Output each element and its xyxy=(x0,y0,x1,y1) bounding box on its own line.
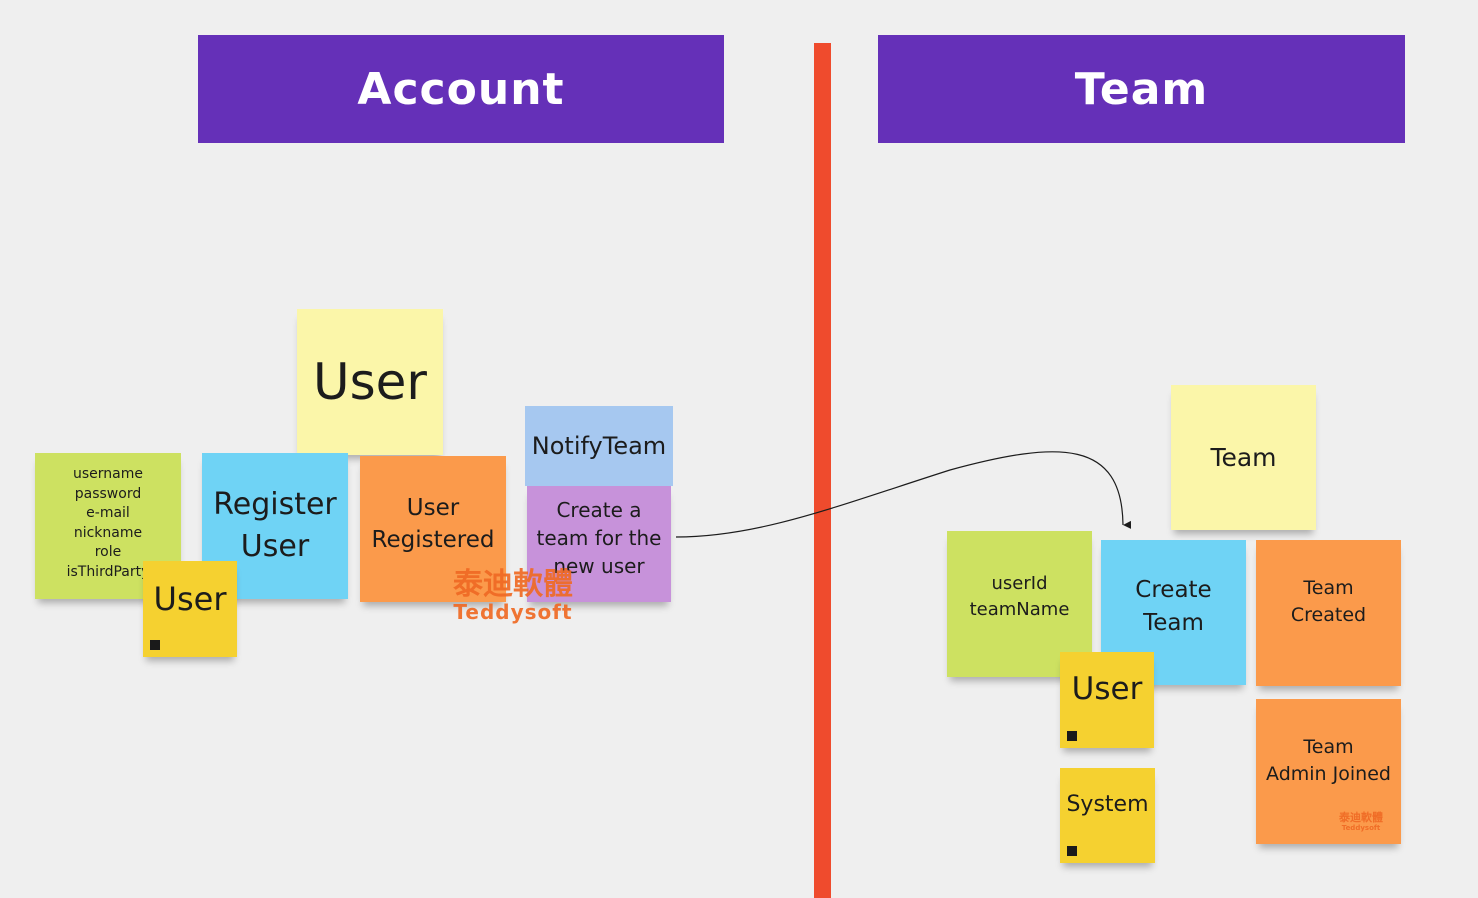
teddysoft-watermark-logo: 泰迪軟體 Teddysoft xyxy=(443,567,583,624)
team-created-event-note[interactable]: Team Created xyxy=(1256,540,1401,686)
watermark-small-en-text: Teddysoft xyxy=(1341,824,1381,832)
account-context-header: Account xyxy=(198,35,724,143)
system-actor-note[interactable]: System xyxy=(1060,768,1155,863)
context-divider xyxy=(814,43,831,898)
team-created-event-label: Team Created xyxy=(1290,577,1367,626)
team-admin-joined-event-note[interactable]: Team Admin Joined 泰迪軟體 Teddysoft xyxy=(1256,699,1401,844)
team-aggregate-label: Team xyxy=(1210,442,1277,472)
team-aggregate-note[interactable]: Team xyxy=(1171,385,1316,530)
actor-marker-icon xyxy=(1067,731,1077,741)
notify-team-policy-title: NotifyTeam xyxy=(531,431,667,460)
watermark-en-text: Teddysoft xyxy=(453,600,573,624)
create-team-policy-note[interactable]: Create a team for the new user xyxy=(527,486,671,602)
actor-marker-icon xyxy=(1067,846,1077,856)
user-attributes-list: username password e-mail nickname role i… xyxy=(66,466,150,580)
create-team-command-label: Create Team xyxy=(1135,577,1212,636)
watermark-small-cn-text: 泰迪軟體 xyxy=(1339,811,1383,824)
team-user-actor-note[interactable]: User xyxy=(1060,652,1154,748)
user-aggregate-label: User xyxy=(313,353,427,411)
team-context-header: Team xyxy=(878,35,1405,143)
user-registered-event-label: User Registered xyxy=(371,494,495,553)
register-user-command-label: Register User xyxy=(213,487,337,564)
user-actor-note[interactable]: User xyxy=(143,561,237,657)
create-team-policy-text: Create a team for the new user xyxy=(536,498,662,578)
notify-team-policy-title-note[interactable]: NotifyTeam xyxy=(525,406,673,486)
account-context-title: Account xyxy=(357,63,565,115)
teddysoft-watermark-small-logo: 泰迪軟體 Teddysoft xyxy=(1335,811,1387,833)
user-actor-label: User xyxy=(153,579,227,618)
team-admin-joined-event-label: Team Admin Joined xyxy=(1266,735,1391,785)
user-registered-event-note[interactable]: User Registered xyxy=(360,456,506,602)
system-actor-label: System xyxy=(1066,792,1149,818)
watermark-cn-text: 泰迪軟體 xyxy=(453,567,573,602)
team-context-title: Team xyxy=(1074,63,1209,115)
team-user-actor-label: User xyxy=(1071,671,1143,708)
actor-marker-icon xyxy=(150,640,160,650)
team-attributes-list: userId teamName xyxy=(969,572,1070,620)
user-aggregate-note[interactable]: User xyxy=(297,309,443,455)
